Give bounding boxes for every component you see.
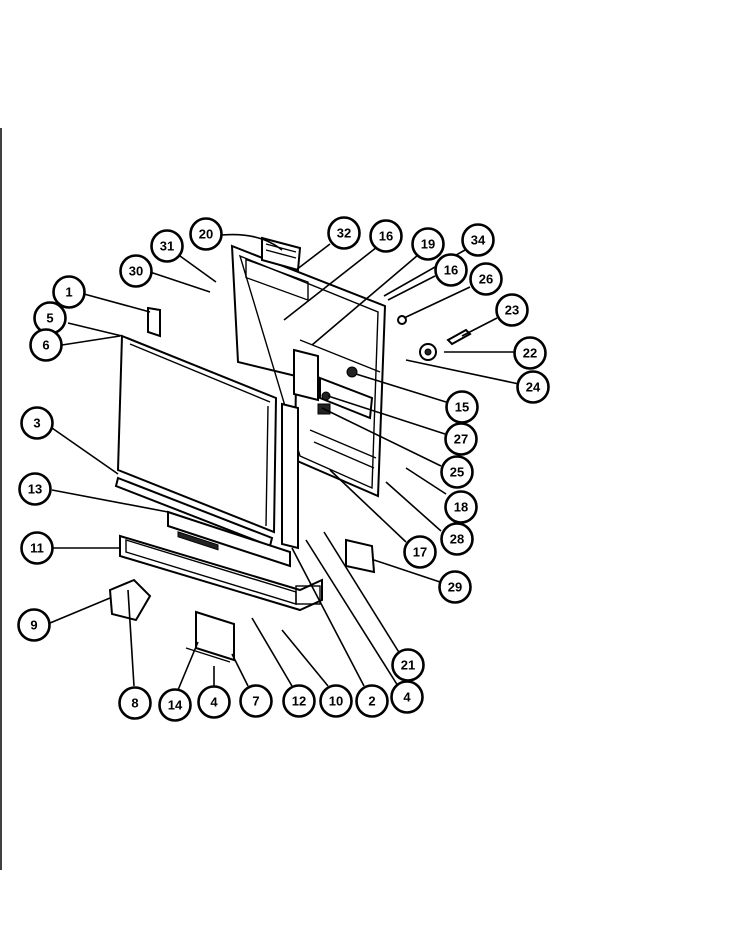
callout-19: 19 [411,227,445,261]
callout-16: 16 [369,219,403,253]
callout-28: 28 [440,522,474,556]
callout-20: 20 [189,217,223,251]
callout-7: 7 [239,684,273,718]
vent-part-20 [261,236,302,272]
panel-29 [345,538,376,574]
svg-text:17: 17 [413,545,427,560]
callout-2: 2 [355,684,389,718]
callout-8: 8 [118,686,152,720]
callout-6: 6 [29,328,63,362]
svg-text:9: 9 [30,618,37,633]
callout-4: 4 [197,685,231,719]
svg-text:16: 16 [379,229,393,244]
callout-9: 9 [17,608,51,642]
callout-22: 22 [513,336,547,370]
svg-text:25: 25 [450,465,464,480]
svg-text:2: 2 [368,694,375,709]
callout-34: 34 [461,223,495,257]
svg-text:14: 14 [168,698,183,713]
svg-text:16: 16 [444,263,458,278]
bracket-14-7 [185,610,235,663]
svg-text:22: 22 [523,346,537,361]
bracket-1 [147,306,161,338]
callout-31: 31 [150,229,184,263]
svg-text:31: 31 [160,239,174,254]
kick-panel-11 [119,534,323,612]
svg-text:24: 24 [526,380,541,395]
svg-text:8: 8 [131,696,138,711]
svg-text:20: 20 [199,227,213,242]
svg-text:4: 4 [403,690,411,705]
svg-text:5: 5 [46,311,53,326]
callout-21: 21 [391,648,425,682]
svg-text:6: 6 [42,338,49,353]
svg-text:32: 32 [337,226,351,241]
svg-text:1: 1 [65,285,72,300]
callout-14: 14 [158,688,192,722]
knob-22 [419,343,437,361]
svg-text:28: 28 [450,532,464,547]
callout-30: 30 [119,254,153,288]
svg-text:13: 13 [28,482,42,497]
callout-17: 17 [403,535,437,569]
callout-15: 15 [445,390,479,424]
callout-23: 23 [495,293,529,327]
svg-text:15: 15 [455,400,469,415]
svg-text:29: 29 [448,580,462,595]
callout-11: 11 [20,531,54,565]
callout-29: 29 [438,570,472,604]
svg-text:26: 26 [479,272,493,287]
svg-text:30: 30 [129,264,143,279]
lever-23 [446,328,472,346]
callout-10: 10 [319,684,353,718]
callout-12: 12 [282,684,316,718]
callout-26: 26 [469,262,503,296]
callout-3: 3 [20,406,54,440]
callout-13: 13 [18,472,52,506]
svg-text:21: 21 [401,658,415,673]
svg-text:12: 12 [292,694,306,709]
svg-text:4: 4 [210,695,218,710]
svg-text:10: 10 [329,694,343,709]
svg-text:23: 23 [505,303,519,318]
svg-text:7: 7 [252,694,259,709]
svg-text:18: 18 [454,500,468,515]
callout-18: 18 [444,490,478,524]
control-panel-13 [167,510,291,568]
callout-32: 32 [327,216,361,250]
side-trim-2 [281,402,299,550]
bracket-9-8 [108,578,152,622]
svg-text:3: 3 [33,416,40,431]
svg-text:19: 19 [421,237,435,252]
door-outer-panel [116,334,278,534]
callout-4b: 4 [390,680,424,714]
svg-text:34: 34 [471,233,486,248]
callout-1: 1 [52,275,86,309]
callout-24: 24 [516,370,550,404]
callout-25: 25 [440,455,474,489]
svg-text:11: 11 [30,541,44,556]
callout-16b: 16 [434,253,468,287]
callout-27: 27 [444,422,478,456]
svg-text:27: 27 [454,432,468,447]
